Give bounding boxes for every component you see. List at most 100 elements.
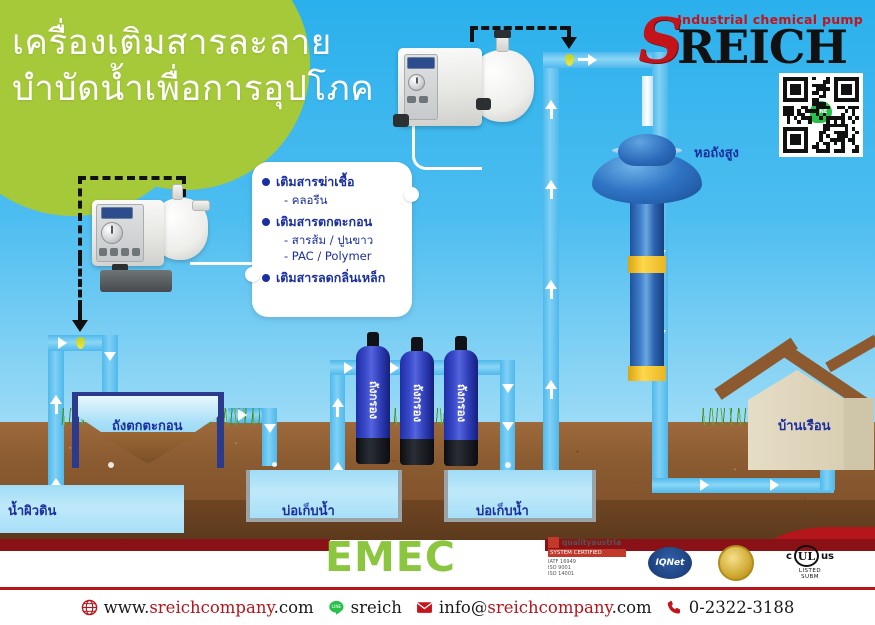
bullet-icon [262, 178, 270, 186]
callout-item-2-head: เติมสารตกตะกอน [276, 214, 373, 229]
qr-module [826, 123, 831, 128]
qr-module [822, 105, 827, 110]
footer-band-right [545, 539, 875, 551]
callout-item-3-head: เติมสารลดกลิ่นเหล็ก [276, 270, 386, 285]
email-brand: sreichcompany [487, 598, 612, 617]
qr-module [844, 127, 849, 131]
qr-module [801, 112, 805, 117]
pump-button[interactable] [110, 248, 118, 256]
qr-module [793, 116, 798, 120]
pump-inlet-fitting [476, 98, 491, 110]
filter-tank-body: ถังกรอง [444, 350, 478, 466]
pump-button[interactable] [121, 248, 129, 256]
title-line-2: บำบัดน้ำเพื่อการอุปโภค [12, 69, 375, 109]
qr-finder-core [790, 83, 802, 95]
callout-connector-left [245, 267, 260, 282]
qr-module [819, 83, 823, 88]
house-building [714, 334, 875, 470]
flow-arrow-up [545, 100, 557, 109]
qr-module [822, 91, 827, 95]
website-text: www.sreichcompany.com [104, 598, 314, 617]
sedimentation-tank [72, 390, 224, 472]
house-wall-side [844, 398, 874, 470]
qr-module [830, 138, 834, 142]
dashed-box-left [78, 176, 82, 258]
logo-text-group: Industrial chemical pump REICH [677, 13, 863, 69]
email-prefix: info@ [438, 598, 488, 617]
ul-listed-badge: c UL us LISTED SUBM [786, 545, 834, 580]
flow-arrow-up [50, 478, 62, 487]
injection-arrow-top [561, 37, 577, 49]
contact-email[interactable]: info@sreichcompany.com [416, 598, 652, 617]
qr-module [786, 109, 791, 113]
pump-dial[interactable] [101, 222, 123, 244]
sed-tank-post-left [72, 392, 79, 468]
qr-module [811, 91, 816, 95]
qr-module [844, 123, 849, 128]
qr-code[interactable]: LINE [779, 72, 863, 157]
tower-band-lower [628, 366, 666, 381]
callout-item-1-sub-1: - คลอรีน [284, 193, 328, 207]
phone-icon [667, 600, 680, 614]
pump-button[interactable] [99, 248, 107, 256]
qr-module [833, 148, 838, 153]
bullet-icon [262, 218, 270, 226]
qr-module [804, 116, 809, 120]
water-splash [108, 462, 114, 468]
qr-module [819, 148, 823, 153]
qr-module [844, 130, 849, 135]
injection-arrow-left [72, 320, 88, 332]
email-suffix: .com [611, 598, 652, 617]
qr-module [815, 109, 820, 113]
flow-arrow-down [104, 352, 116, 361]
filter-tank-2: ถังกรอง [400, 337, 434, 465]
storage-pond-left [246, 470, 402, 522]
contact-phone[interactable]: 0-2322-3188 [666, 598, 794, 617]
pipe-right-pond-riser [543, 52, 559, 504]
pump-dial[interactable] [408, 74, 425, 91]
qr-module [826, 141, 831, 146]
qr-module [826, 127, 831, 131]
qr-module [840, 116, 845, 120]
contact-line[interactable]: LINE sreich [328, 598, 402, 617]
qr-finder-core [790, 134, 802, 146]
dosing-pump-left [88, 184, 220, 298]
flow-arrow-stem [336, 407, 339, 417]
qr-module [840, 138, 845, 142]
flow-arrow-up [545, 180, 557, 189]
flow-arrow-right [588, 54, 597, 66]
pump-button[interactable] [132, 248, 140, 256]
qr-module [822, 148, 827, 153]
qr-module [837, 105, 841, 110]
sed-tank-sludge [96, 432, 200, 464]
qr-module [826, 116, 831, 120]
qr-module [819, 116, 823, 120]
qr-module [822, 87, 827, 92]
pump-button[interactable] [419, 96, 428, 103]
tower-inlet-pipe [642, 76, 653, 126]
qr-module [819, 105, 823, 110]
pump-button[interactable] [407, 96, 416, 103]
qr-module [848, 138, 852, 142]
qr-module [851, 120, 856, 124]
storage-pond-right [444, 470, 596, 522]
qr-module [822, 130, 827, 135]
contact-website[interactable]: www.sreichcompany.com [81, 598, 314, 617]
qr-module [837, 148, 841, 153]
label-sedimentation-tank: ถังตกตะกอน [112, 419, 183, 434]
qr-module [840, 148, 845, 153]
qr-module [819, 101, 823, 106]
qr-module [797, 112, 802, 117]
callout-item-2: เติมสารตกตะกอน [262, 213, 404, 230]
qr-module [848, 105, 852, 110]
qr-module [855, 130, 859, 135]
pump-display [407, 57, 435, 69]
pump-outlet-fitting [112, 264, 128, 272]
elevated-water-tower [592, 76, 702, 388]
title-line-1: เครื่องเติมสารละลาย [12, 23, 332, 63]
line-chat-icon: LINE [328, 600, 344, 615]
dashed-link-top [470, 26, 568, 30]
qr-module [826, 80, 831, 84]
qr-module [797, 120, 802, 124]
